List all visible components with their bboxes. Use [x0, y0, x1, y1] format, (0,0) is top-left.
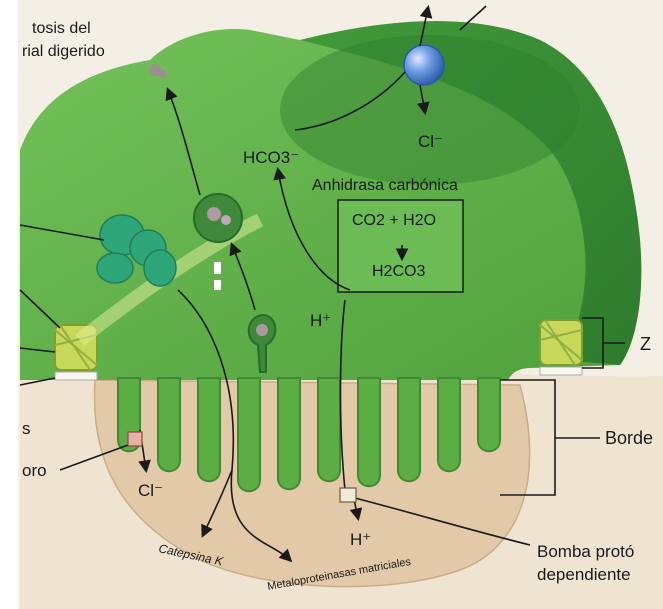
co2-h2o-label: CO2 + H2O: [352, 212, 436, 229]
chloride-bottom-label: Cl⁻: [138, 481, 163, 500]
vesicle-content: [207, 207, 221, 221]
sealing-zone-right: [540, 320, 582, 375]
proton-pump-icon: [340, 488, 356, 502]
exocytosis-label-line2: rial digerido: [22, 43, 105, 60]
transport-mark: [214, 262, 221, 274]
chloride-channel-icon: [128, 432, 142, 446]
debris-particle-2: [159, 70, 167, 78]
chloride-channel-label: oro: [22, 461, 47, 480]
carbonic-anhydrase-label: Anhidrasa carbónica: [312, 177, 458, 194]
chloride-bicarbonate-exchanger: [404, 45, 444, 85]
bicarbonate-label: HCO3⁻: [243, 148, 299, 167]
vesicle-content-2: [221, 215, 231, 225]
endocytic-content: [256, 324, 268, 336]
proton-bottom-label: H⁺: [350, 530, 371, 549]
transport-mark-2: [214, 280, 221, 290]
proton-pump-label-line2: dependiente: [537, 565, 631, 584]
ruffled-gaps: [140, 378, 158, 440]
left-fragment-label: s: [22, 419, 31, 438]
proton-cell-label: H⁺: [310, 311, 331, 330]
chloride-top-label: Cl⁻: [418, 132, 443, 151]
ruffled-border-label: Borde: [605, 428, 653, 448]
proton-pump-label-line1: Bomba protó: [537, 542, 634, 561]
exocytosis-label-line1: tosis del: [32, 20, 91, 37]
sealing-zone-label: Z: [640, 334, 651, 354]
page-margin: [0, 0, 18, 609]
carbonic-acid-label: H2CO3: [372, 263, 425, 280]
